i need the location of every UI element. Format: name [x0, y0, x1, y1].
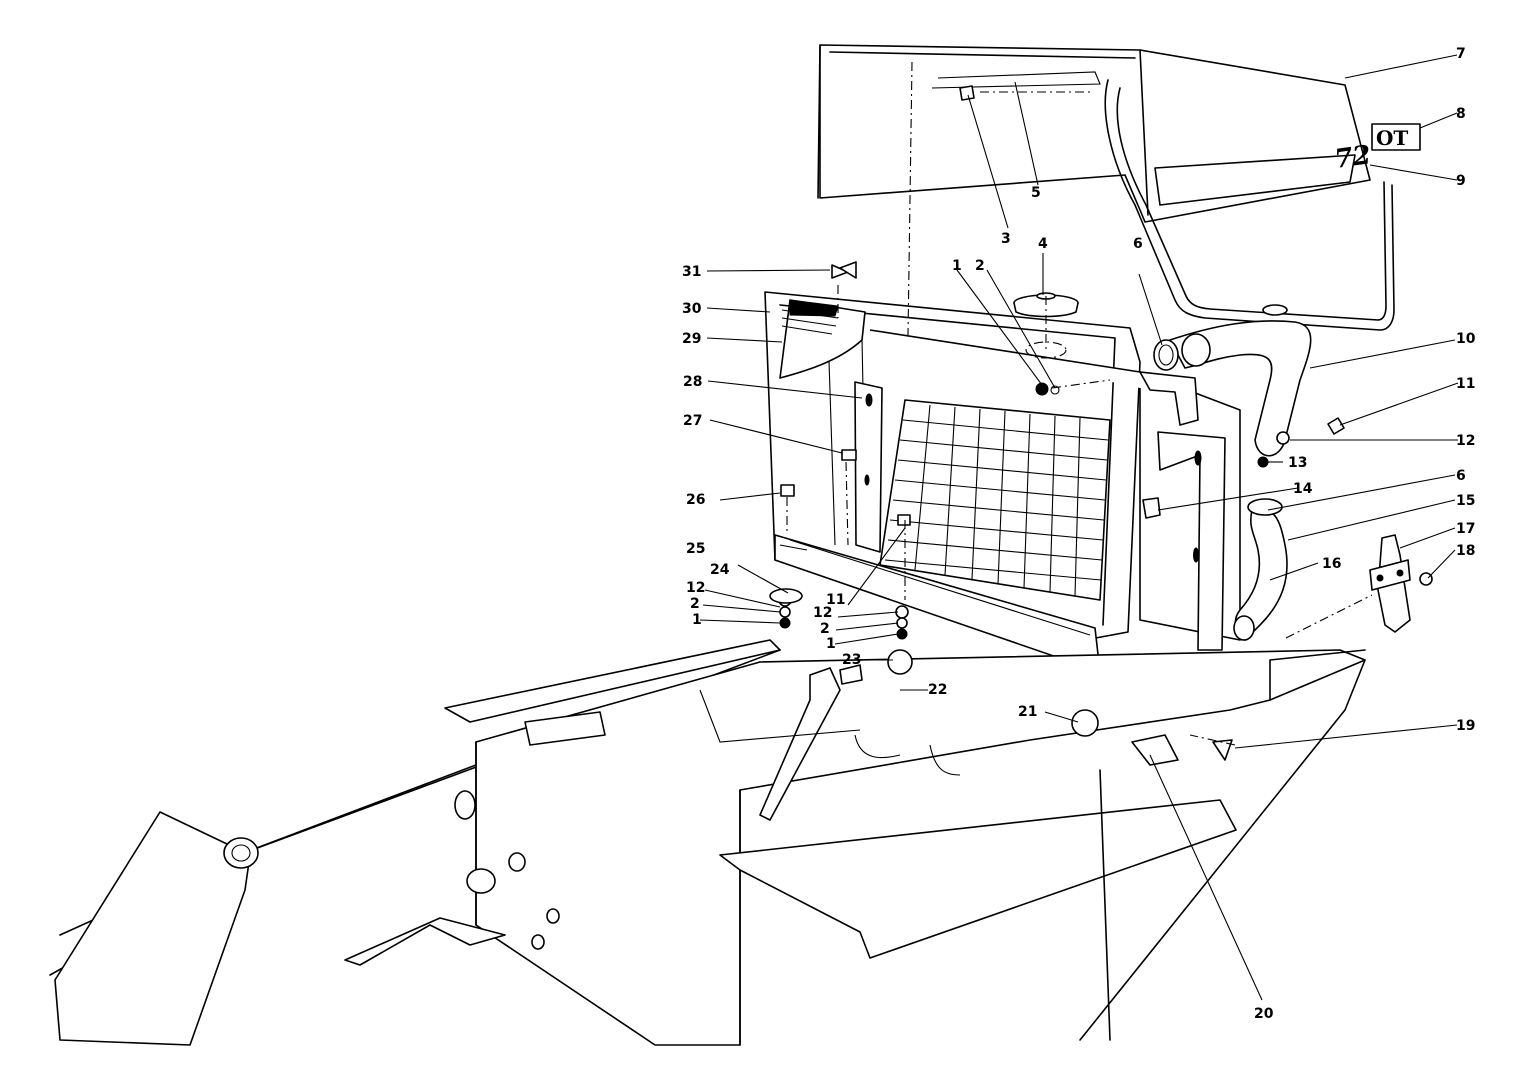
callout-19: 19: [1456, 718, 1475, 734]
callout-30: 30: [682, 301, 702, 317]
callout-5: 5: [1031, 185, 1041, 201]
callout-25: 25: [686, 541, 705, 557]
callout-28: 28: [683, 374, 702, 390]
callout-6-lower: 6: [1456, 468, 1466, 484]
callout-13: 13: [1288, 455, 1307, 471]
radiator-tank: [869, 329, 1241, 651]
decal-72: 72: [1333, 140, 1373, 175]
callout-8: 8: [1456, 106, 1466, 122]
callout-22: 22: [928, 682, 947, 698]
hood-frame: [1104, 79, 1395, 331]
callout-2-cap: 2: [975, 258, 985, 274]
callout-18: 18: [1456, 543, 1475, 559]
callout-14: 14: [1293, 481, 1313, 497]
callout-20: 20: [1254, 1006, 1274, 1022]
chassis-frame: [49, 639, 1366, 1046]
callout-17: 17: [1456, 521, 1475, 537]
callout-1-left: 1: [692, 612, 702, 628]
assembly-lines: [786, 61, 1373, 746]
upper-hose: [1153, 320, 1312, 457]
callout-24: 24: [710, 562, 730, 578]
callout-27: 27: [683, 413, 702, 429]
callout-2-left: 2: [690, 596, 700, 612]
callout-29: 29: [682, 331, 701, 347]
callout-11: 11: [1456, 376, 1475, 392]
callout-16: 16: [1322, 556, 1341, 572]
callout-12-mid: 12: [813, 605, 832, 621]
decal-ot: OT: [1376, 126, 1408, 150]
leader-lines: [699, 54, 1459, 1001]
callout-labels: 7 8 9 3 5 4 6 1 2 10 11 12 13 6 14 15 17…: [682, 46, 1476, 1022]
callout-7: 7: [1456, 46, 1466, 62]
callout-3: 3: [1001, 231, 1011, 247]
callout-31: 31: [682, 264, 701, 280]
callout-9: 9: [1456, 173, 1466, 189]
callout-1-cap: 1: [952, 258, 962, 274]
callout-12-left: 12: [686, 580, 705, 596]
callout-11-mid: 11: [826, 592, 845, 608]
hood: [817, 44, 1371, 223]
callout-2-mid: 2: [820, 621, 830, 637]
callout-4: 4: [1038, 236, 1048, 252]
callout-10: 10: [1456, 331, 1476, 347]
callout-15: 15: [1456, 493, 1475, 509]
decal-ot-plate: OT: [1371, 123, 1421, 151]
radiator-core: [879, 399, 1111, 601]
callout-1-mid: 1: [826, 636, 836, 652]
lower-hose: [1233, 498, 1288, 641]
hood-latch: [1369, 534, 1433, 633]
callout-12: 12: [1456, 433, 1475, 449]
side-brackets: [854, 381, 883, 553]
callout-21: 21: [1018, 704, 1037, 720]
callout-26: 26: [686, 492, 705, 508]
callout-23: 23: [842, 652, 861, 668]
callout-6-upper: 6: [1133, 236, 1143, 252]
